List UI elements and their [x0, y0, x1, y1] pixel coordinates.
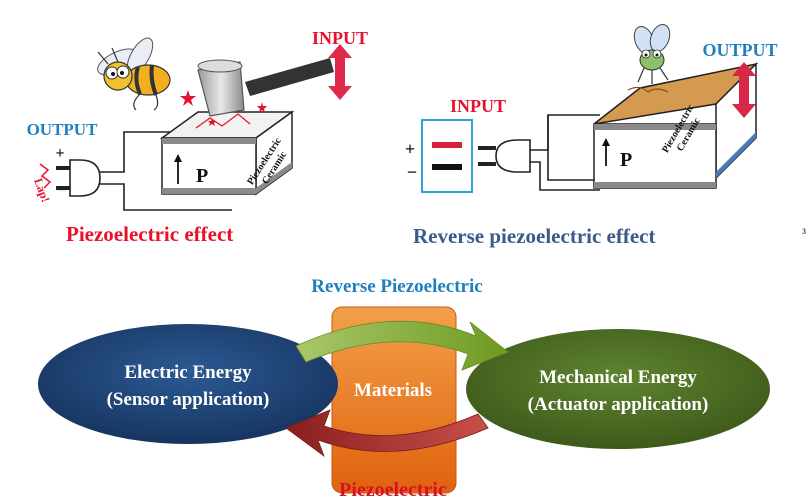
right-minus-sign: −	[407, 162, 417, 182]
mechanical-energy-ellipse	[466, 329, 770, 449]
battery-box	[421, 119, 473, 193]
spark-text: Lap!	[31, 176, 53, 204]
fly-icon	[627, 23, 671, 93]
left-input-double-arrow	[328, 44, 352, 100]
piezoelectric-effect-panel: P Piezoelectric Ceramic	[27, 28, 368, 246]
right-plus-sign: +	[405, 139, 415, 159]
left-minus-sign: −	[57, 182, 66, 199]
energy-conversion-cycle: Reverse Piezoelectric Materials Electric…	[38, 276, 770, 500]
right-output-label: OUTPUT	[702, 40, 777, 60]
impact-stars-icon	[180, 90, 267, 126]
battery-negative-bar	[432, 164, 462, 170]
crack-lines	[195, 113, 251, 129]
mechanical-energy-label: Mechanical Energy	[539, 367, 697, 388]
right-output-double-arrow	[732, 62, 756, 118]
left-input-label: INPUT	[312, 28, 368, 48]
actuator-application-label: (Actuator application)	[528, 394, 709, 415]
left-polarization-label: P	[196, 165, 208, 187]
right-ceramic-block	[593, 62, 759, 189]
right-input-label: INPUT	[450, 96, 506, 116]
sensor-application-label: (Sensor application)	[107, 389, 270, 410]
right-polarization-label: P	[620, 149, 632, 171]
right-plug-icon	[478, 139, 531, 173]
hammer-icon	[197, 58, 334, 117]
left-polarization-arrowhead	[174, 154, 182, 162]
forward-arrow-red	[285, 409, 489, 458]
right-wire-top	[530, 114, 600, 151]
left-plus-sign: +	[55, 145, 64, 162]
spark-icon	[39, 163, 52, 189]
piezoelectric-label: Piezoelectric	[339, 479, 447, 500]
electric-energy-ellipse	[38, 324, 338, 444]
left-caption-part1: Piezoelectric	[66, 222, 179, 246]
electric-energy-label: Electric Energy	[124, 362, 252, 383]
right-wire-bottom-2	[530, 161, 600, 191]
reverse-arrow-green	[295, 320, 509, 371]
materials-label: Materials	[354, 380, 432, 401]
right-polarization-arrowhead	[602, 138, 610, 146]
page-number: 3	[802, 227, 806, 236]
left-ceramic-block	[159, 110, 295, 196]
bee-icon	[97, 37, 171, 111]
reverse-piezoelectric-panel: + − INPUT P Piezoelectric Ceramic	[405, 23, 778, 248]
left-output-label: OUTPUT	[27, 120, 99, 139]
right-caption: Reverse piezoelectric effect	[413, 224, 655, 248]
reverse-piezoelectric-label: Reverse Piezoelectric	[311, 276, 482, 297]
left-caption: Piezoelectric effect	[66, 222, 233, 246]
left-caption-part2: effect	[184, 222, 233, 246]
left-wire-bottom	[100, 183, 232, 211]
plug-icon	[56, 159, 101, 197]
battery-positive-bar	[432, 142, 462, 148]
